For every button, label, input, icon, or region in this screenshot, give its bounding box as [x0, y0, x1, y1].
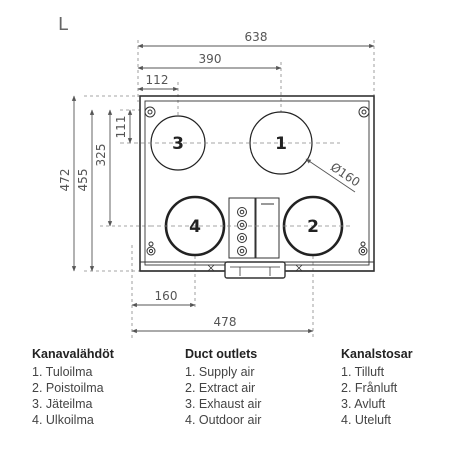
dim-outlet2-from-left: 478 — [214, 315, 237, 329]
legend-item: 3. Exhaust air — [185, 397, 262, 411]
legend-title: Kanalstosar — [341, 347, 413, 361]
outlet-number-3: 3 — [172, 134, 184, 154]
dimension-lines — [71, 43, 375, 334]
legend-item: 1. Supply air — [185, 365, 255, 379]
dim-height-total: 472 — [58, 169, 72, 192]
dim-outlet3-from-top: 111 — [114, 116, 128, 139]
legend-item: 4. Outdoor air — [185, 413, 262, 427]
dim-outlet-row-from-top: 325 — [94, 144, 108, 167]
legend-item: 2. Extract air — [185, 381, 256, 395]
mounting-holes — [144, 106, 370, 256]
legend-item: 1. Tilluft — [341, 365, 385, 379]
legend-item: 2. Poistoilma — [32, 381, 104, 395]
extension-lines — [84, 40, 375, 340]
legend-swedish: Kanalstosar 1. Tilluft 2. Frånluft 3. Av… — [341, 346, 413, 428]
legend-item: 4. Uteluft — [341, 413, 392, 427]
unit-housing — [139, 95, 375, 279]
outlet-number-4: 4 — [189, 217, 201, 237]
legend-title: Duct outlets — [185, 347, 258, 361]
dim-outlet1-from-left: 390 — [199, 52, 222, 66]
dim-outlet3-from-left: 112 — [146, 73, 169, 87]
dim-width-total: 638 — [245, 30, 268, 44]
outlet-number-1: 1 — [275, 134, 287, 154]
legend-english: Duct outlets 1. Supply air 2. Extract ai… — [185, 346, 261, 428]
bottom-handle — [224, 261, 286, 279]
dim-outlet4-from-left: 160 — [155, 289, 178, 303]
legend-item: 3. Jäteilma — [32, 397, 93, 411]
legend-title: Kanavalähdöt — [32, 347, 114, 361]
connector-panel — [228, 197, 280, 259]
legend-item: 1. Tuloilma — [32, 365, 93, 379]
variant-label: L — [58, 14, 68, 35]
outlet-number-2: 2 — [307, 217, 319, 237]
legend-finnish: Kanavalähdöt 1. Tuloilma 2. Poistoilma 3… — [32, 346, 114, 428]
legend-item: 3. Avluft — [341, 397, 386, 411]
center-lines — [120, 142, 350, 227]
legend-item: 4. Ulkoilma — [32, 413, 94, 427]
legend-item: 2. Frånluft — [341, 381, 398, 395]
dim-height-housing: 455 — [76, 169, 90, 192]
